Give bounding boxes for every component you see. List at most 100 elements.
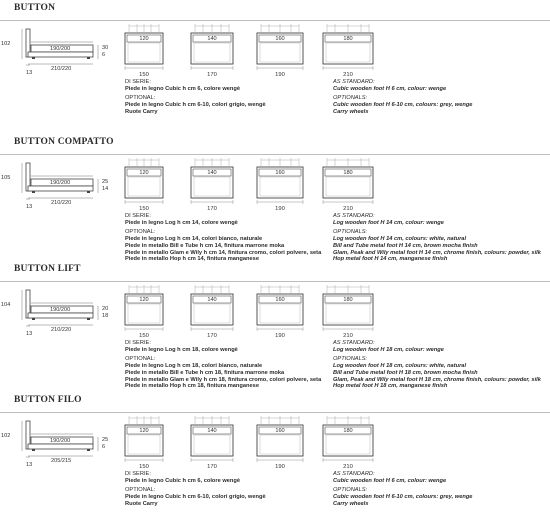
spec-line: Piede in metallo Bill e Tube h cm 18, fi… <box>125 369 285 376</box>
top-view-svg <box>124 416 164 462</box>
spec-line: OPTIONAL: <box>125 486 156 493</box>
overall-width-label: 150 <box>139 206 149 212</box>
mattress-top-shape <box>259 42 301 63</box>
mattress-width-label: 140 <box>207 36 217 42</box>
headboard-height-label: 104 <box>1 302 11 308</box>
foot-shape <box>32 318 35 320</box>
spec-line: Carry wheels <box>333 108 369 115</box>
spec-line: OPTIONALS: <box>333 486 368 493</box>
side-view-svg <box>21 162 99 200</box>
spec-line: Bill and Tube metal foot H 18 cm, brown … <box>333 369 478 376</box>
mattress-size-label: 190/200 <box>50 46 71 52</box>
section-divider <box>0 412 550 413</box>
base-height-label: 20 <box>102 306 109 312</box>
headboard-band-shape <box>258 34 302 43</box>
overall-width-label: 190 <box>275 206 285 212</box>
spec-line: Hop metal foot H 18 cm, manganese finish <box>333 383 448 390</box>
mattress-top-shape <box>325 176 371 197</box>
overall-width-label: 170 <box>207 464 217 470</box>
bed-base-shape <box>27 185 94 192</box>
top-view-svg <box>256 285 304 331</box>
spec-line: AS STANDARD: <box>333 213 375 219</box>
spec-line: Ruote Carry <box>125 108 158 115</box>
mattress-width-label: 140 <box>207 170 217 176</box>
spec-line: Piede in legno Log h cm 14, colori bianc… <box>125 235 263 242</box>
foot-shape <box>87 449 90 451</box>
mattress-width-label: 160 <box>275 428 285 434</box>
foot-offset-label: 13 <box>26 204 33 210</box>
top-view-item: 120 150 <box>115 284 173 344</box>
headboard-band-shape <box>126 426 162 435</box>
foot-height-label: 14 <box>102 186 109 192</box>
mattress-width-label: 180 <box>343 428 353 434</box>
spec-line: OPTIONAL: <box>125 94 156 101</box>
section-divider <box>0 154 550 155</box>
headboard-band-shape <box>126 168 162 177</box>
mattress-width-label: 140 <box>207 297 217 303</box>
foot-height-label: 18 <box>102 313 109 319</box>
overall-width-label: 150 <box>139 72 149 78</box>
top-view-svg <box>322 158 374 204</box>
spec-line: Piede in legno Cubic h cm 6, colore weng… <box>125 85 241 92</box>
headboard-band-shape <box>192 295 232 304</box>
mattress-top-shape <box>259 434 301 455</box>
spec-line: Piede in legno Log h cm 18, colore wengè <box>125 346 238 353</box>
base-height-label: 30 <box>102 45 109 51</box>
foot-offset-label: 13 <box>26 462 33 468</box>
overall-width-label: 210 <box>343 333 353 339</box>
english-specs: AS STANDARD:Cubic wooden foot H 6 cm, co… <box>333 79 472 116</box>
headboard-band-shape <box>192 34 232 43</box>
mattress-top-shape <box>193 434 231 455</box>
headboard-band-shape <box>258 295 302 304</box>
spec-line: OPTIONALS: <box>333 355 368 362</box>
spec-line: Log wooden foot H 18 cm, colour: wenge <box>333 346 444 353</box>
top-view-svg <box>322 416 374 462</box>
overall-length-label: 210/220 <box>51 327 72 333</box>
section-title: BUTTON <box>14 3 56 13</box>
overall-width-label: 210 <box>343 206 353 212</box>
top-view-svg <box>190 158 234 204</box>
spec-line: OPTIONAL: <box>125 228 156 235</box>
foot-shape <box>87 57 90 59</box>
spec-line: Bill and Tube metal foot H 14 cm, brown … <box>333 242 478 249</box>
italian-specs: DI SERIE: Piede in legno Log h cm 14, col… <box>125 213 321 263</box>
headboard-band-shape <box>192 168 232 177</box>
headboard-band-shape <box>192 426 232 435</box>
mattress-width-label: 120 <box>139 297 149 303</box>
side-view-svg <box>21 28 99 66</box>
side-view-svg <box>21 420 99 458</box>
overall-length-label: 210/220 <box>51 200 72 206</box>
headboard-band-shape <box>258 168 302 177</box>
mattress-width-label: 120 <box>139 170 149 176</box>
foot-height-label: 6 <box>102 52 106 58</box>
foot-shape <box>32 57 35 59</box>
overall-width-label: 150 <box>139 333 149 339</box>
mattress-width-label: 180 <box>343 170 353 176</box>
overall-width-label: 170 <box>207 206 217 212</box>
spec-line: Glam, Peak and Wily metal foot H 14 cm, … <box>333 249 541 256</box>
bed-base-shape <box>27 51 94 58</box>
spec-line: OPTIONALS: <box>333 228 368 235</box>
bed-base-shape <box>27 312 94 319</box>
base-height-label: 25 <box>102 179 109 185</box>
bed-base-shape <box>27 443 94 450</box>
spec-line: Cubic wooden foot H 6 cm, colour: wenge <box>333 477 447 484</box>
overall-width-label: 190 <box>275 72 285 78</box>
foot-shape <box>87 191 90 193</box>
top-view-svg <box>322 285 374 331</box>
overall-width-label: 150 <box>139 464 149 470</box>
top-view-svg <box>124 24 164 70</box>
mattress-top-shape <box>259 303 301 324</box>
spec-line: DI SERIE: <box>125 213 151 219</box>
foot-shape <box>32 449 35 451</box>
english-specs: AS STANDARD:Log wooden foot H 14 cm, col… <box>333 213 541 263</box>
spec-line: AS STANDARD: <box>333 340 375 346</box>
